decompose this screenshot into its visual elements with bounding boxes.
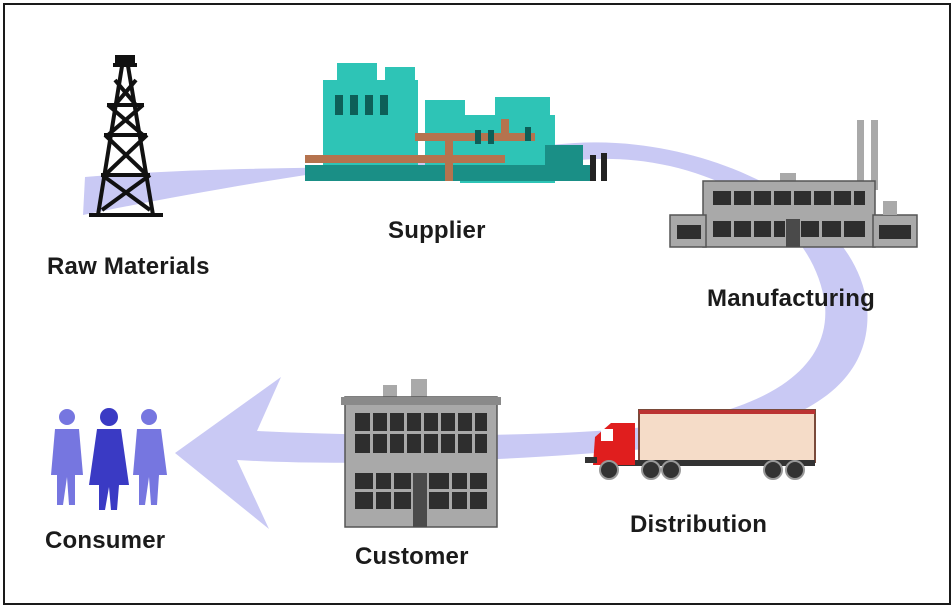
label-customer: Customer bbox=[355, 543, 469, 570]
people-icon bbox=[51, 408, 167, 510]
label-manufacturing: Manufacturing bbox=[707, 285, 875, 312]
label-supplier: Supplier bbox=[388, 217, 486, 244]
diagram-frame: Raw Materials Supplier Manufacturing Dis… bbox=[3, 3, 951, 605]
warehouse-building-icon bbox=[341, 379, 501, 528]
truck-icon bbox=[585, 409, 816, 480]
supply-chain-diagram bbox=[51, 55, 918, 529]
processing-plant-icon bbox=[305, 63, 607, 183]
label-distribution: Distribution bbox=[630, 511, 768, 538]
label-raw-materials: Raw Materials bbox=[47, 253, 210, 280]
oil-derrick-icon bbox=[89, 55, 163, 217]
factory-icon bbox=[669, 120, 918, 248]
label-consumer: Consumer bbox=[45, 527, 166, 554]
